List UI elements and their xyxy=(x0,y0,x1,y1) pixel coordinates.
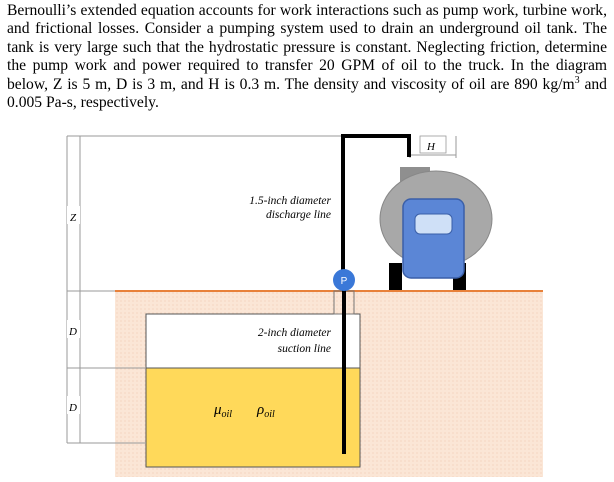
discharge-line xyxy=(341,134,411,276)
h-label: H xyxy=(426,141,436,153)
problem-statement: Bernoulli’s extended equation accounts f… xyxy=(7,2,607,112)
oil-density-label: ρoil xyxy=(256,402,275,420)
problem-text-main: Bernoulli’s extended equation accounts f… xyxy=(7,2,607,93)
truck-wheel-left xyxy=(389,263,402,290)
suction-label-line2: suction line xyxy=(278,343,331,355)
discharge-label-line1: 1.5-inch diameter xyxy=(249,195,331,207)
rho-subscript: oil xyxy=(264,409,275,420)
pump xyxy=(333,269,355,291)
truck-window xyxy=(414,213,453,235)
mu-symbol: μ xyxy=(213,402,222,418)
z-label-box xyxy=(67,206,80,224)
tank-air-space xyxy=(145,313,361,369)
truck-body xyxy=(402,198,465,279)
problem-superscript: 3 xyxy=(574,74,580,86)
suction-label-line1: 2-inch diameter xyxy=(258,327,332,339)
problem-text-end: and 0.005 Pa-s, respectively. xyxy=(7,75,607,112)
d-upper-label: D xyxy=(68,326,77,338)
discharge-label-line2: discharge line xyxy=(266,209,331,221)
d-lower-label: D xyxy=(68,402,77,414)
z-label: Z xyxy=(70,212,77,224)
piping: P xyxy=(333,134,411,454)
rho-symbol: ρ xyxy=(256,402,264,418)
mu-subscript: oil xyxy=(222,409,233,420)
d-lower-label-box xyxy=(67,396,80,414)
oil-viscosity-label: μoil xyxy=(213,402,232,420)
pump-label: P xyxy=(341,276,348,287)
h-label-box xyxy=(419,135,447,154)
discharge-label-box xyxy=(214,190,334,226)
tanker-truck xyxy=(379,167,493,290)
d-upper-label-box xyxy=(67,320,80,338)
oil-volume xyxy=(145,367,361,468)
